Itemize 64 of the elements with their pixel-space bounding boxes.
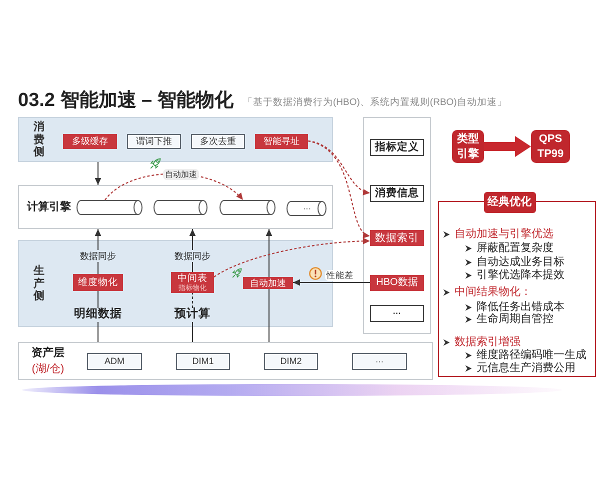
database-cylinder: [77, 200, 143, 215]
info-box: HBO数据: [370, 275, 424, 291]
list-item: 中间结果物化：: [454, 284, 532, 298]
info-box: 消费信息: [370, 185, 424, 202]
connector-line: [192, 322, 193, 342]
database-cylinder: [220, 200, 276, 215]
highlight-box: 类型引擎: [452, 130, 484, 163]
row-band: [18, 117, 333, 162]
feature-box: 多级缓存: [63, 134, 117, 149]
info-box: 数据索引: [370, 230, 424, 246]
info-box: ···: [370, 305, 424, 322]
list-item: 生命周期自管控: [476, 312, 554, 326]
row-band: [18, 342, 433, 380]
title: 03.2 智能加速 – 智能物化: [18, 89, 234, 113]
arrow: [266, 228, 272, 278]
step-label: 数据同步: [170, 250, 215, 262]
feature-box: 维度物化: [73, 274, 123, 291]
subtitle: 「基于数据消费行为(HBO)、系统内置规则(RBO)自动加速」: [243, 96, 508, 109]
feature-box: 谓词下推: [127, 134, 181, 149]
row-band: [18, 185, 333, 229]
list-item: 自动加速与引擎优选: [454, 226, 554, 240]
database-cylinder: [154, 200, 208, 215]
row-label: 生产侧: [32, 265, 46, 303]
side-panel: [363, 117, 431, 334]
row-label: 计算引擎: [26, 200, 72, 215]
dashed-arrow: [308, 140, 370, 194]
step-label: 明细数据: [73, 308, 123, 322]
layer-box: DIM2: [264, 353, 318, 370]
list-item: 数据索引增强: [454, 334, 522, 348]
connector-line: [268, 288, 270, 342]
connector-line: [192, 262, 193, 272]
list-item: 屏蔽配置复杂度: [476, 240, 554, 254]
layer-box: ···: [352, 353, 407, 370]
dashed-arrow: [308, 140, 370, 236]
step-label: 数据同步: [76, 250, 120, 262]
panel-heading: 经典优化: [484, 192, 536, 212]
arrow: [94, 162, 102, 186]
block-arrow: [484, 136, 531, 157]
feature-box: 自动加速: [243, 277, 293, 289]
dashed-arrow: [214, 238, 370, 278]
database-cylinder: ···: [287, 201, 327, 216]
edge-label: 自动加速: [163, 169, 199, 180]
layer-box: DIM1: [176, 353, 230, 370]
highlight-box: QPS TP99: [531, 130, 570, 163]
arrow: [94, 228, 102, 250]
connector-line: [192, 293, 194, 308]
feature-box: [171, 272, 214, 293]
arrow: [189, 228, 196, 250]
list-item: 元信息生产消费公用: [476, 360, 576, 374]
layer-box: ADM: [87, 353, 142, 370]
box-title: 中间表: [176, 273, 208, 284]
list-item: 自动达成业务目标: [476, 254, 566, 268]
row-label: 资产层: [30, 346, 66, 361]
list-item: 维度路径编码唯一生成: [476, 348, 588, 362]
step-label: 预计算: [172, 308, 213, 322]
arrow: [292, 279, 370, 286]
info-box: 指标定义: [370, 139, 424, 156]
feature-box: 多次去重: [191, 134, 245, 149]
edge-label: 性能差: [325, 270, 355, 281]
list-item: 引擎优选降本提效: [476, 268, 566, 282]
list-item: 降低任务出错成本: [476, 300, 566, 312]
row-label: 消费侧: [32, 121, 46, 159]
row-label: (湖/仓): [30, 362, 66, 377]
feature-box: 智能寻址: [255, 134, 308, 149]
